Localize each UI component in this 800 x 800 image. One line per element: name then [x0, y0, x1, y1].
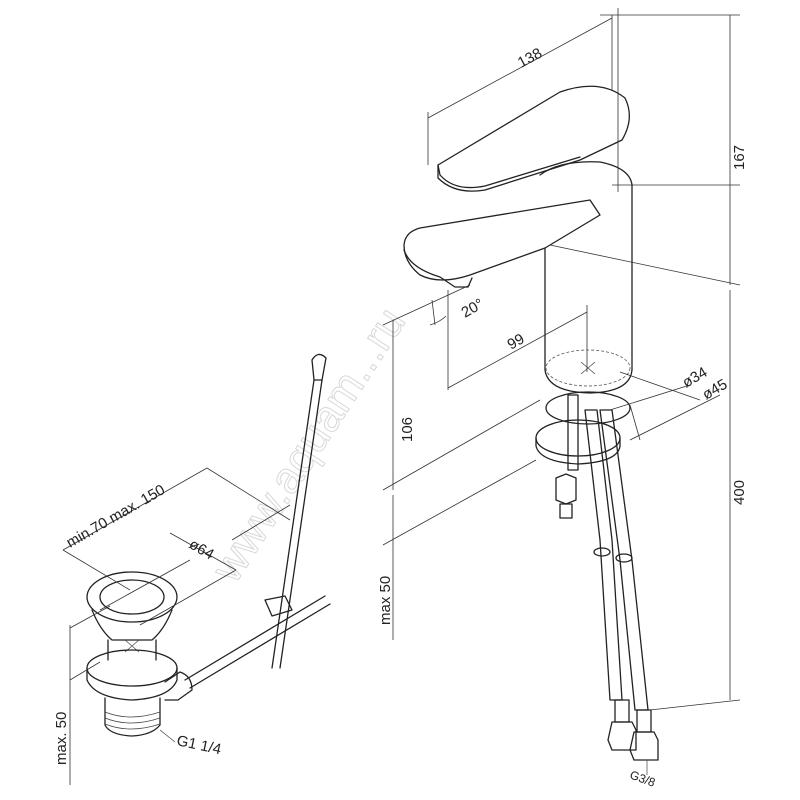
dim-99: 99 — [505, 330, 528, 353]
dim-138: 138 — [515, 45, 545, 72]
faucet-dimensions: 138 167 20° 99 106 ø34 ø45 400 max 50 G3… — [377, 8, 748, 790]
dim-g3-8: G3/8 — [628, 768, 658, 790]
watermark: www.aquam...ru — [202, 299, 415, 591]
dim-20-deg: 20° — [459, 295, 487, 321]
dim-106: 106 — [399, 417, 416, 442]
faucet-body — [403, 85, 659, 761]
dim-g1-1-4: G1 1/4 — [175, 732, 223, 758]
dim-167: 167 — [731, 145, 748, 170]
dim-max-50-faucet: max 50 — [377, 576, 394, 625]
dim-400: 400 — [731, 480, 748, 505]
drain-body — [86, 353, 331, 737]
dim-max-50-drain: max. 50 — [53, 712, 70, 765]
dim-min70-max150: min.70 max. 150 — [64, 481, 169, 551]
